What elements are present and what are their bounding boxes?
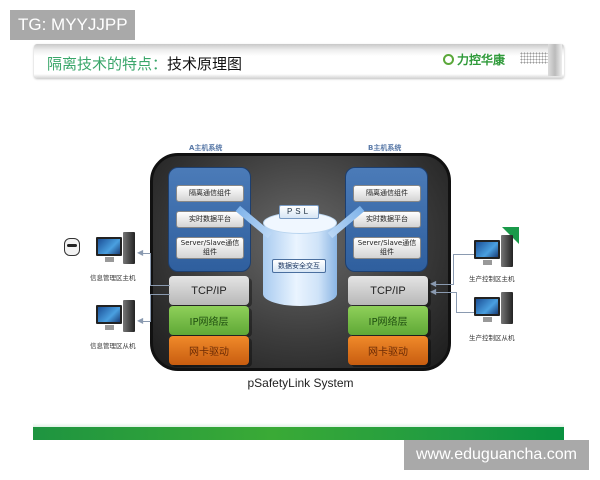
arrow-left-icon: ◀ — [430, 279, 437, 288]
brand-shield-icon — [443, 53, 454, 65]
right-host-label: 生产控制区主机 — [469, 275, 515, 283]
host-b-label: B主机系统 — [368, 144, 402, 152]
page-title: 隔离技术的特点：技术原理图 — [47, 54, 242, 74]
host-a-server-slave: Server/Slave通信组件 — [176, 237, 244, 259]
title-highlight: 隔离技术的特点 — [47, 55, 153, 73]
right-slave-label: 生产控制区从机 — [469, 334, 515, 342]
host-b-tcpip-layer: TCP/IP — [348, 276, 428, 305]
host-a-app-block: 隔离通信组件 实时数据平台 Server/Slave通信组件 — [168, 167, 251, 272]
footer-shade — [33, 423, 564, 427]
brand-logo: 力控华康 — [443, 50, 505, 68]
left-host-label: 信息管理区主机 — [90, 274, 136, 282]
connector-right-top-v — [453, 254, 454, 284]
title-rest: 技术原理图 — [167, 55, 243, 73]
connector-left-top-v — [150, 253, 151, 285]
left-slave-label: 信息管理区从机 — [90, 342, 136, 350]
arrow-left-icon: ◀ — [137, 316, 144, 325]
brand-dots-decoration — [520, 52, 550, 64]
left-host-pc-icon — [96, 232, 136, 268]
connector-right-bottom — [456, 312, 474, 313]
connector-left-bottom-v — [150, 294, 151, 322]
data-exchange-label: 数据安全交互 — [272, 259, 326, 273]
connector-left-bottom-h — [150, 294, 170, 295]
connector-left-top — [140, 253, 150, 254]
connector-right-top — [453, 254, 474, 255]
host-a-nic-driver-layer: 网卡驱动 — [169, 336, 249, 365]
host-a-isolation-comm: 隔离通信组件 — [176, 185, 244, 202]
host-a-tcpip-layer: TCP/IP — [169, 276, 249, 305]
watermark-top: TG: MYYJJPP — [10, 10, 135, 40]
left-slave-pc-icon — [96, 300, 136, 336]
connector-right-bottom-h — [432, 292, 457, 293]
host-b-server-slave: Server/Slave通信组件 — [353, 237, 421, 259]
host-b-realtime-platform: 实时数据平台 — [353, 211, 421, 228]
diagram-caption: pSafetyLink System — [247, 376, 354, 390]
host-b-app-block: 隔离通信组件 实时数据平台 Server/Slave通信组件 — [345, 167, 428, 272]
connector-right-bottom-v — [456, 292, 457, 313]
host-b-nic-driver-layer: 网卡驱动 — [348, 336, 428, 365]
host-a-realtime-platform: 实时数据平台 — [176, 211, 244, 228]
footer-bar — [33, 427, 564, 440]
host-b-isolation-comm: 隔离通信组件 — [353, 185, 421, 202]
host-a-label: A主机系统 — [189, 144, 223, 152]
host-b-ip-layer: IP网络层 — [348, 306, 428, 335]
connector-left-top-h — [150, 285, 170, 286]
title-separator: ： — [152, 55, 168, 73]
psl-label: PSL — [279, 205, 319, 219]
connector-right-top-h — [432, 284, 454, 285]
watermark-bottom: www.eduguancha.com — [404, 440, 589, 470]
arrow-left-icon: ◀ — [137, 248, 144, 257]
connector-left-bottom — [140, 321, 150, 322]
arrow-left-icon: ◀ — [430, 287, 437, 296]
header-bar — [34, 44, 564, 78]
panda-icon — [64, 238, 80, 256]
right-slave-pc-icon — [474, 292, 514, 328]
header-end-tab — [548, 44, 562, 76]
right-host-pc-icon — [474, 235, 514, 271]
host-a-ip-layer: IP网络层 — [169, 306, 249, 335]
brand-name: 力控华康 — [457, 52, 506, 67]
